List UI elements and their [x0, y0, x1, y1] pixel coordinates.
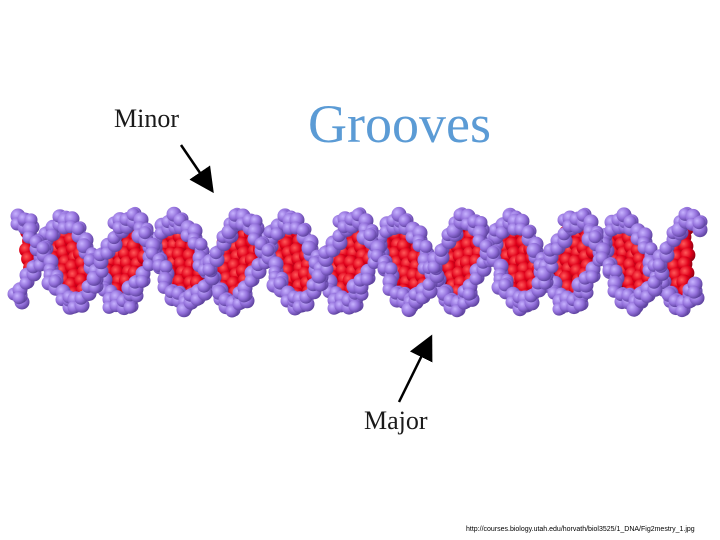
major-groove-label: Major: [364, 406, 428, 435]
major-groove-arrow: [397, 334, 433, 403]
source-url: http://courses.biology.utah.edu/horvath/…: [466, 526, 695, 533]
minor-groove-label: Minor: [114, 104, 179, 133]
sugar-phosphate-backbone: [7, 206, 708, 318]
slide-title: Grooves: [308, 94, 491, 154]
minor-groove-arrow: [179, 144, 214, 194]
